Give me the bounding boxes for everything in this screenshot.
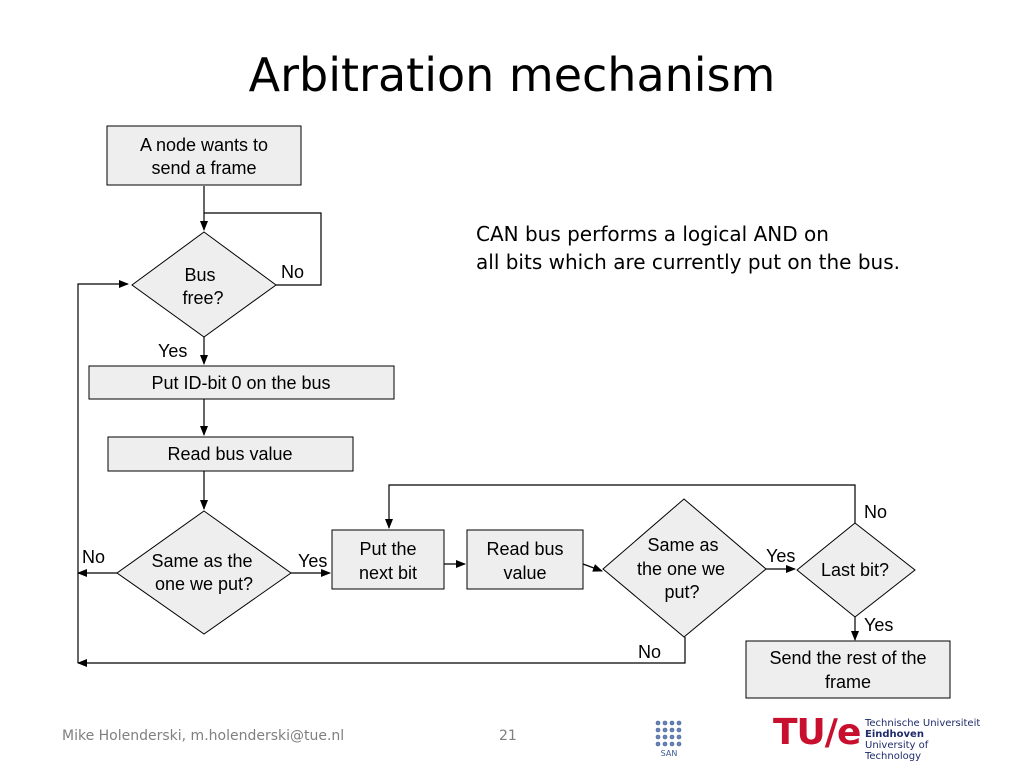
slide-title: Arbitration mechanism: [248, 48, 776, 102]
put-id-bit-label: Put ID-bit 0 on the bus: [151, 373, 330, 393]
same1-line-1: Same as the: [151, 551, 252, 571]
send-rest-line-1: Send the rest of the: [769, 648, 926, 668]
can-bus-note: CAN bus performs a logical AND on all bi…: [476, 220, 900, 276]
last-bit-yes-label: Yes: [864, 615, 893, 635]
bus-free-yes-label: Yes: [158, 341, 187, 361]
arrow-same2-no: [77, 637, 686, 667]
footer-page-number: 21: [499, 728, 517, 744]
tue-logo-mark: TU/e: [773, 712, 861, 753]
same1-no-label: No: [82, 547, 105, 567]
same2-line-2: the one we: [637, 559, 725, 579]
tue-line-3: University of Technology: [865, 740, 929, 762]
put-next-bit-box: [331, 529, 445, 590]
note-line-2: all bits which are currently put on the …: [476, 250, 900, 274]
last-bit-decision: [796, 522, 916, 618]
start-box: [106, 125, 302, 186]
put-id-bit-box: [88, 365, 395, 400]
read-bus-value-label-1: Read bus value: [167, 444, 292, 464]
same2-no-label: No: [638, 642, 661, 662]
read-bus-value-box-2: [466, 529, 584, 590]
put-next-bit-line-2: next bit: [359, 563, 417, 583]
tue-line-1: Technische Universiteit: [865, 718, 981, 729]
same2-line-1: Same as: [647, 535, 718, 555]
read-bus-value-2-line-1: Read bus: [486, 539, 563, 559]
start-box-line-1: A node wants to: [140, 135, 268, 155]
put-next-bit-line-1: Put the: [359, 539, 416, 559]
bus-free-line-1: Bus: [184, 265, 215, 285]
tue-logo: TU/e Technische Universiteit Eindhoven U…: [773, 712, 983, 762]
same-as-put-decision-1: [116, 510, 292, 635]
same2-yes-label: Yes: [766, 546, 795, 566]
tue-university-text: Technische Universiteit Eindhoven Univer…: [865, 718, 983, 762]
same-as-put-decision-2: [602, 498, 767, 638]
same1-line-2: one we put?: [155, 574, 253, 594]
line-busfree-no-loop: [204, 212, 322, 286]
start-box-line-2: send a frame: [151, 158, 256, 178]
send-rest-line-2: frame: [825, 672, 871, 692]
san-logo: SAN: [655, 720, 682, 758]
line-left-return-to-busfree: [77, 280, 129, 663]
san-logo-text: SAN: [661, 749, 678, 758]
same1-yes-label: Yes: [298, 551, 327, 571]
bus-free-line-2: free?: [182, 288, 223, 308]
send-rest-box: [745, 640, 951, 699]
last-bit-label: Last bit?: [821, 560, 889, 580]
footer-author: Mike Holenderski, m.holenderski@tue.nl: [62, 728, 345, 744]
bus-free-decision: [131, 231, 277, 338]
same2-line-3: put?: [664, 582, 699, 602]
bus-free-no-label: No: [281, 262, 304, 282]
read-bus-value-box-1: [107, 436, 354, 472]
last-bit-no-label: No: [864, 502, 887, 522]
arrow-read-to-same2: [582, 563, 603, 572]
arrow-lastbit-no-loop: [385, 484, 856, 529]
note-line-1: CAN bus performs a logical AND on: [476, 222, 829, 246]
connectors: [77, 186, 859, 667]
tue-line-2: Eindhoven: [865, 729, 924, 740]
read-bus-value-2-line-2: value: [503, 563, 546, 583]
